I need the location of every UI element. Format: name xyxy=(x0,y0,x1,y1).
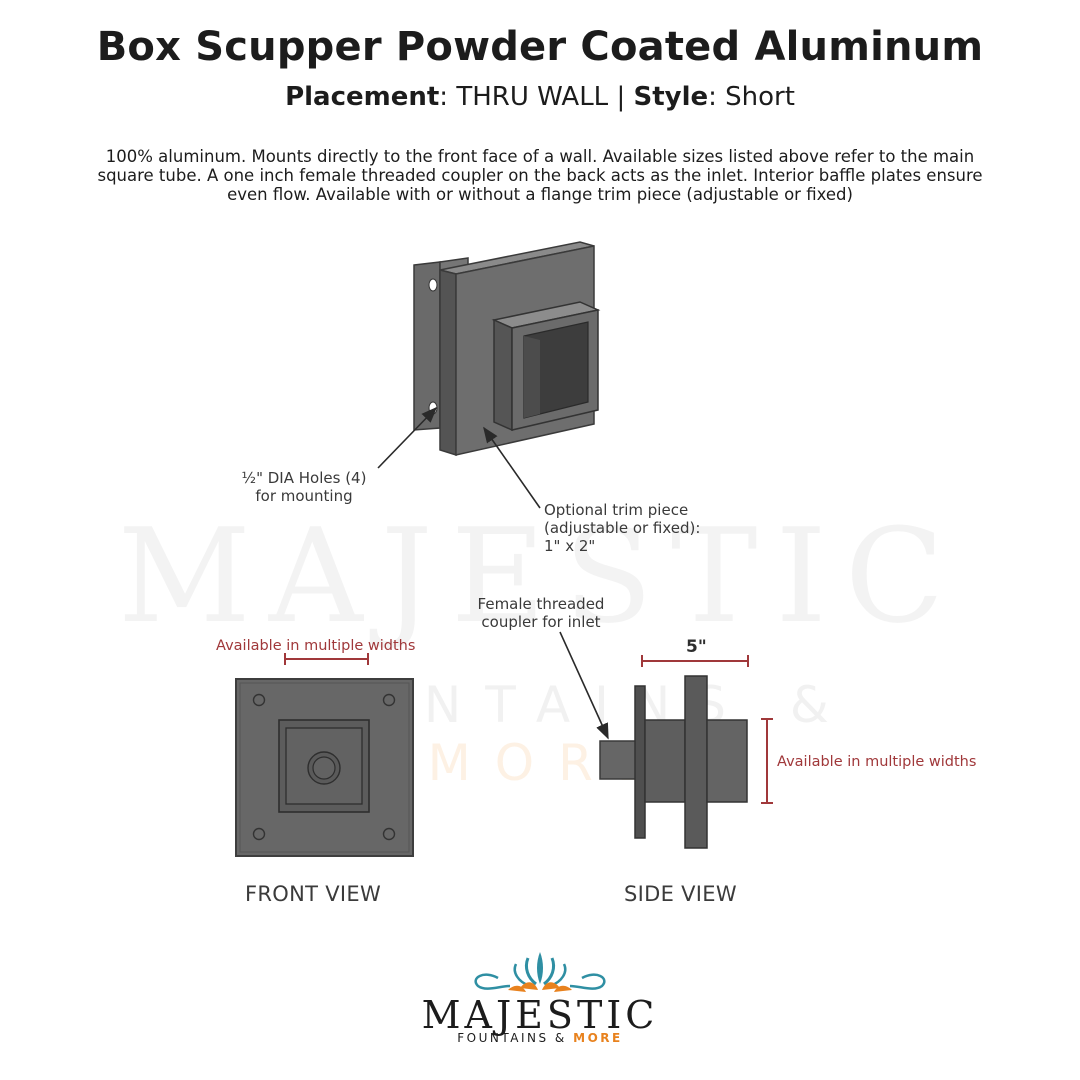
front-coupler-inner xyxy=(312,756,336,780)
holes-callout-line: ½" DIA Holes (4) xyxy=(241,469,367,487)
front-mount-hole xyxy=(382,827,396,841)
isometric-scupper xyxy=(413,241,601,457)
front-mount-hole xyxy=(252,693,266,707)
holes-callout: ½" DIA Holes (4) for mounting xyxy=(229,469,379,505)
trim-callout-arrow xyxy=(483,426,541,509)
tube-inner-wall xyxy=(524,336,540,418)
product-description: 100% aluminum. Mounts directly to the fr… xyxy=(60,147,1020,204)
front-view-label: FRONT VIEW xyxy=(245,882,382,906)
description-line: even flow. Available with or without a f… xyxy=(227,185,853,204)
front-flange-inner-edge xyxy=(239,682,410,853)
logo-brand: MAJESTIC xyxy=(421,993,659,1037)
front-view-drawing xyxy=(235,678,414,857)
front-width-dimension xyxy=(284,653,369,665)
logo-tagline: FOUNTAINS & MORE xyxy=(0,1031,1080,1045)
page-title: Box Scupper Powder Coated Aluminum xyxy=(96,24,984,70)
style-label: Style xyxy=(633,82,709,112)
description-line: square tube. A one inch female threaded … xyxy=(97,166,983,185)
side-width-dimension xyxy=(761,718,773,804)
side-tube xyxy=(706,719,748,803)
trim-callout: Optional trim piece (adjustable or fixed… xyxy=(544,501,700,555)
side-back-plate xyxy=(634,685,646,839)
side-coupler xyxy=(599,740,639,780)
holes-callout-line: for mounting xyxy=(255,487,353,505)
coupler-callout: Female threaded coupler for inlet xyxy=(456,595,626,631)
side-body xyxy=(644,719,686,803)
side-width-label: Available in multiple widths xyxy=(777,754,977,770)
watermark-brand: MAJESTIC xyxy=(117,500,963,652)
flange-side-edge xyxy=(439,269,457,457)
side-view-drawing xyxy=(599,675,748,849)
front-width-label: Available in multiple widths xyxy=(216,638,416,654)
trim-callout-line: (adjustable or fixed): xyxy=(544,519,701,537)
product-subtitle: Placement: THRU WALL | Style: Short xyxy=(285,82,795,112)
side-flange xyxy=(684,675,708,849)
subtitle-separator: | xyxy=(616,82,626,112)
logo-emblem xyxy=(474,952,606,992)
trim-callout-line: Optional trim piece xyxy=(544,501,689,519)
holes-callout-arrow xyxy=(377,406,438,469)
side-depth-dimension xyxy=(641,655,749,667)
front-mount-hole xyxy=(252,827,266,841)
placement-value: THRU WALL xyxy=(456,82,609,112)
logo-more: MORE xyxy=(573,1031,623,1045)
placement-label: Placement xyxy=(285,82,440,112)
coupler-callout-line: coupler for inlet xyxy=(481,613,601,631)
coupler-callout-arrow xyxy=(559,631,609,740)
trim-callout-line: 1" x 2" xyxy=(544,537,596,555)
watermark-amp: & xyxy=(789,676,853,734)
side-view-label: SIDE VIEW xyxy=(624,882,737,906)
logo-tagline-text: FOUNTAINS & xyxy=(457,1031,567,1045)
tube-left xyxy=(493,318,513,432)
mounting-hole xyxy=(428,278,438,292)
depth-label: 5" xyxy=(686,637,707,657)
front-mount-hole xyxy=(382,693,396,707)
tube-inner-floor xyxy=(524,402,588,418)
description-line: 100% aluminum. Mounts directly to the fr… xyxy=(105,147,975,166)
style-value: Short xyxy=(725,82,795,112)
coupler-callout-line: Female threaded xyxy=(477,595,605,613)
